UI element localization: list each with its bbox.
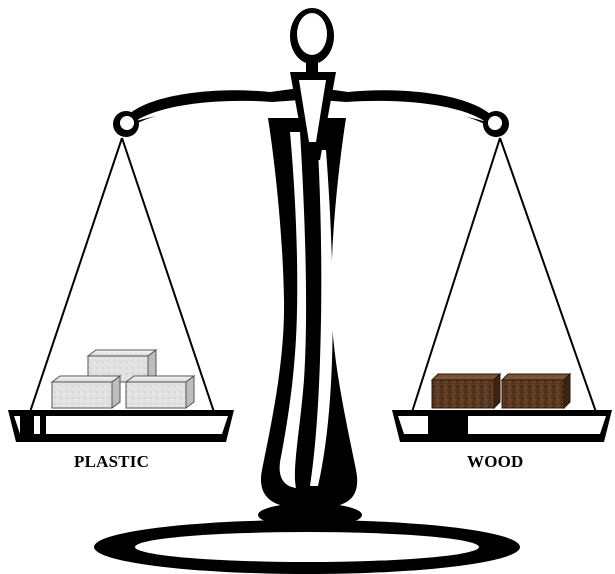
plastic-block-right bbox=[126, 376, 194, 408]
wood-block-icon bbox=[432, 374, 570, 408]
wood-block-right bbox=[502, 374, 570, 408]
plastic-block-icon bbox=[52, 350, 194, 408]
right-pan bbox=[392, 410, 612, 442]
plastic-block-left bbox=[52, 376, 120, 408]
scale-base bbox=[94, 503, 520, 574]
plastic-label: PLASTIC bbox=[74, 452, 149, 472]
left-pan bbox=[8, 410, 234, 442]
scale-pillar bbox=[261, 118, 357, 506]
wood-block-left bbox=[432, 374, 500, 408]
wood-label: WOOD bbox=[467, 452, 524, 472]
